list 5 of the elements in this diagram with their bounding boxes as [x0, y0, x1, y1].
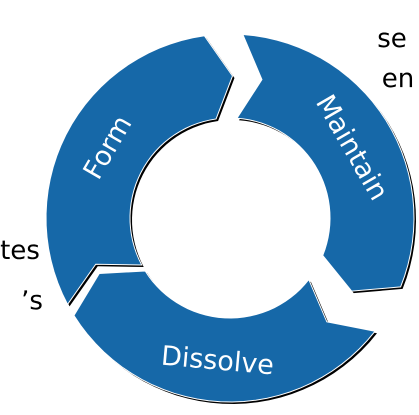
arrow-segment: Dissolve: [73, 270, 377, 404]
text-fragment: tes: [0, 240, 39, 260]
text-fragment: en: [383, 72, 412, 88]
text-fragment: se: [378, 32, 406, 48]
text-fragment: ’s: [23, 290, 42, 310]
